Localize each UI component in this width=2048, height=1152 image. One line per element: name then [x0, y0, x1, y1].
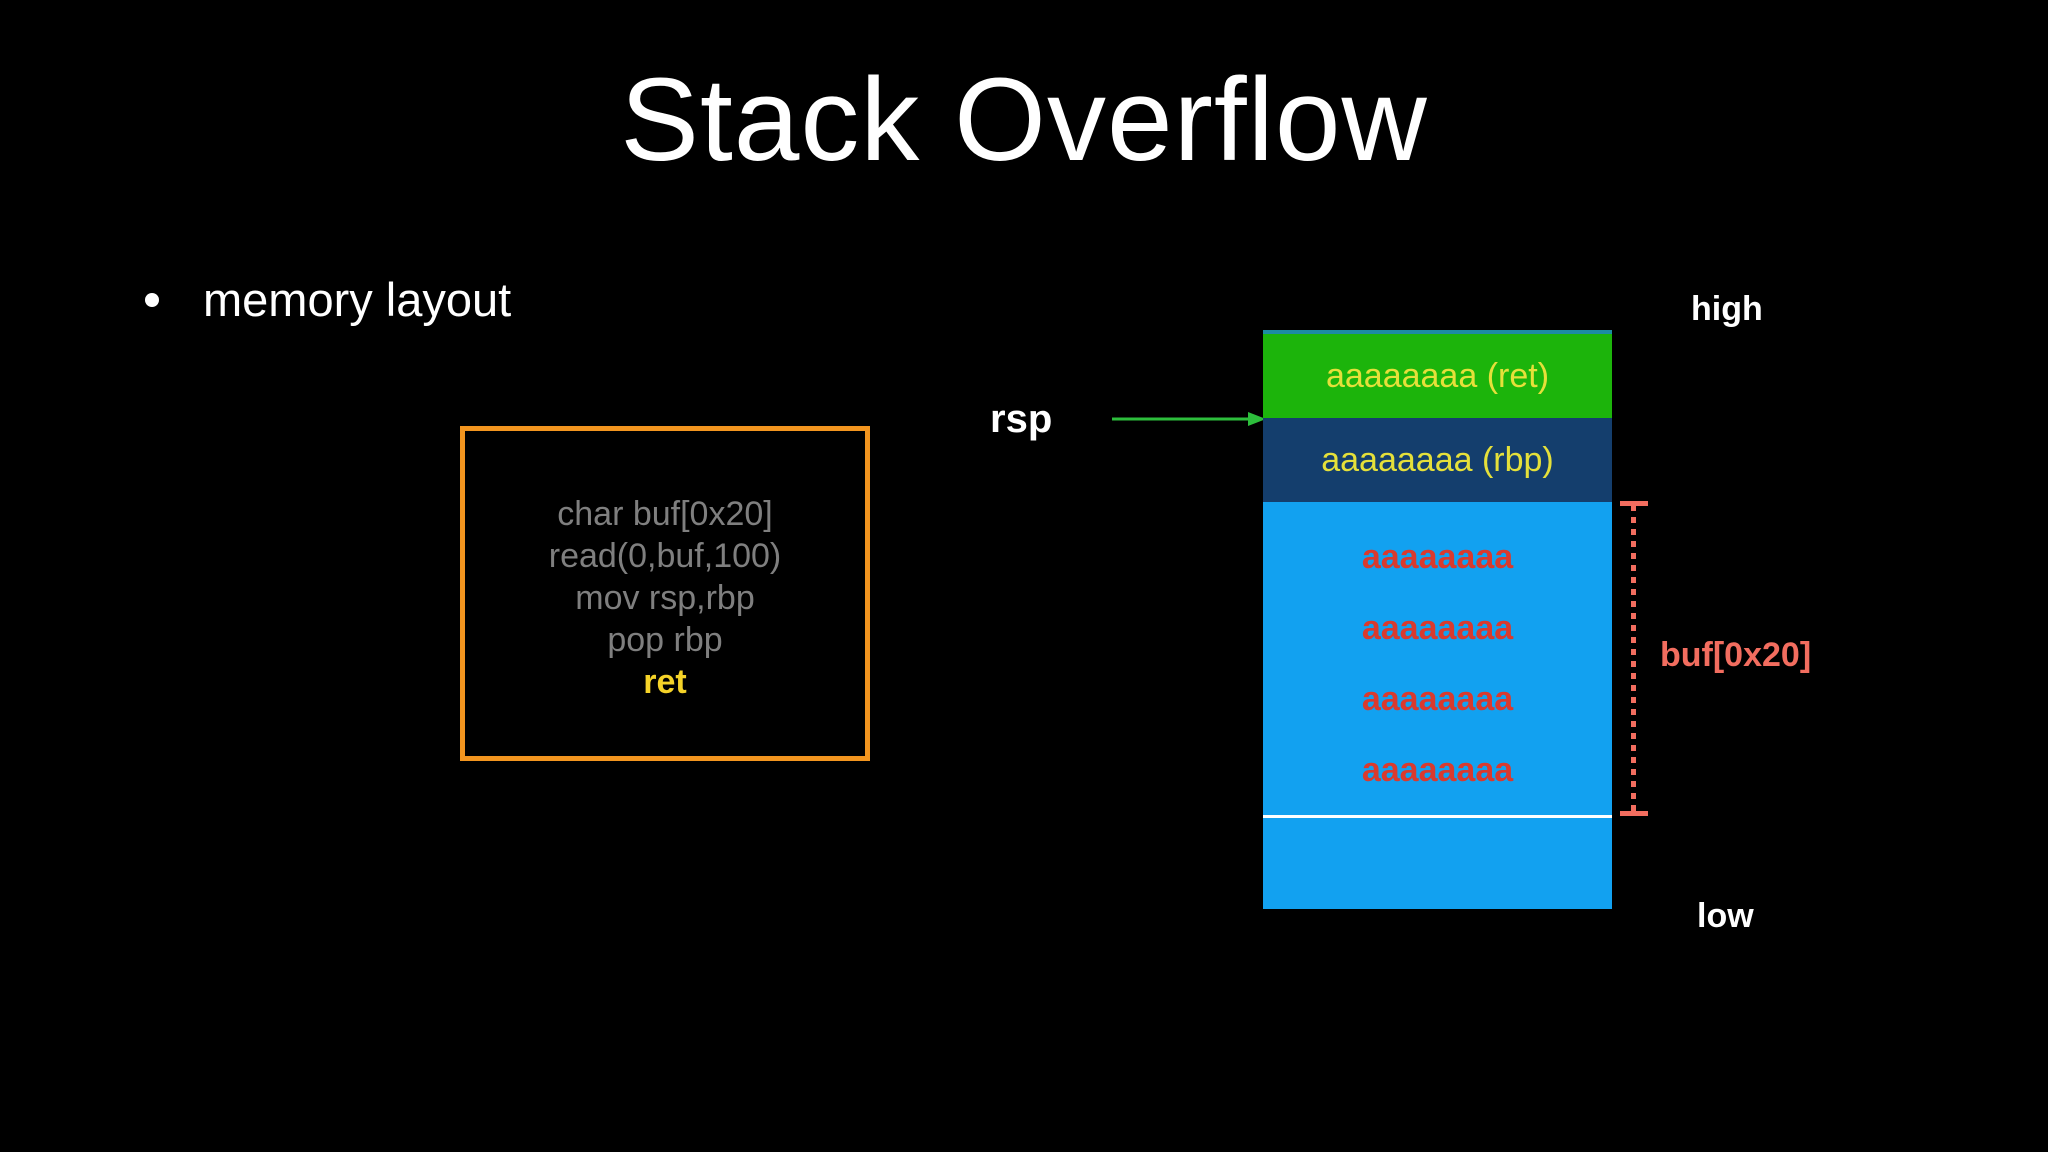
buf-size-label: buf[0x20]: [1660, 636, 1812, 674]
rsp-arrow-icon: [1112, 412, 1266, 426]
buffer-fill-line: aaaaaaaa: [1361, 680, 1514, 718]
stack-row-rbp-label: aaaaaaaa (rbp): [1321, 440, 1554, 479]
code-box: char buf[0x20] read(0,buf,100) mov rsp,r…: [460, 426, 870, 761]
code-line: pop rbp: [607, 621, 723, 659]
rsp-pointer-label: rsp: [990, 397, 1053, 441]
low-address-label: low: [1697, 897, 1754, 935]
stack-buffer-region: aaaaaaaa aaaaaaaa aaaaaaaa aaaaaaaa: [1263, 502, 1612, 909]
buf-extent-bracket-top-cap: [1620, 501, 1648, 506]
stack-diagram: aaaaaaaa (ret) aaaaaaaa (rbp) aaaaaaaa a…: [1263, 330, 1612, 909]
high-address-label: high: [1691, 290, 1763, 328]
buf-extent-bracket-bottom-cap: [1620, 811, 1648, 816]
bullet-item: memory layout: [145, 272, 511, 327]
buffer-fill-line: aaaaaaaa: [1361, 609, 1514, 647]
code-line: read(0,buf,100): [548, 537, 782, 575]
stack-row-rbp: aaaaaaaa (rbp): [1263, 418, 1612, 502]
buf-extent-bracket: [1631, 505, 1636, 813]
bullet-label: memory layout: [203, 273, 512, 326]
stack-row-ret-label: aaaaaaaa (ret): [1325, 356, 1550, 395]
buffer-fill-line: aaaaaaaa: [1361, 751, 1514, 789]
buffer-end-divider: [1263, 815, 1612, 818]
stack-row-ret: aaaaaaaa (ret): [1263, 330, 1612, 418]
code-line: mov rsp,rbp: [575, 579, 755, 617]
bullet-icon: [145, 292, 159, 307]
code-line: char buf[0x20]: [557, 495, 773, 533]
slide-title: Stack Overflow: [620, 54, 1428, 186]
buffer-fill-line: aaaaaaaa: [1361, 538, 1514, 576]
code-ret-line: ret: [643, 663, 687, 701]
